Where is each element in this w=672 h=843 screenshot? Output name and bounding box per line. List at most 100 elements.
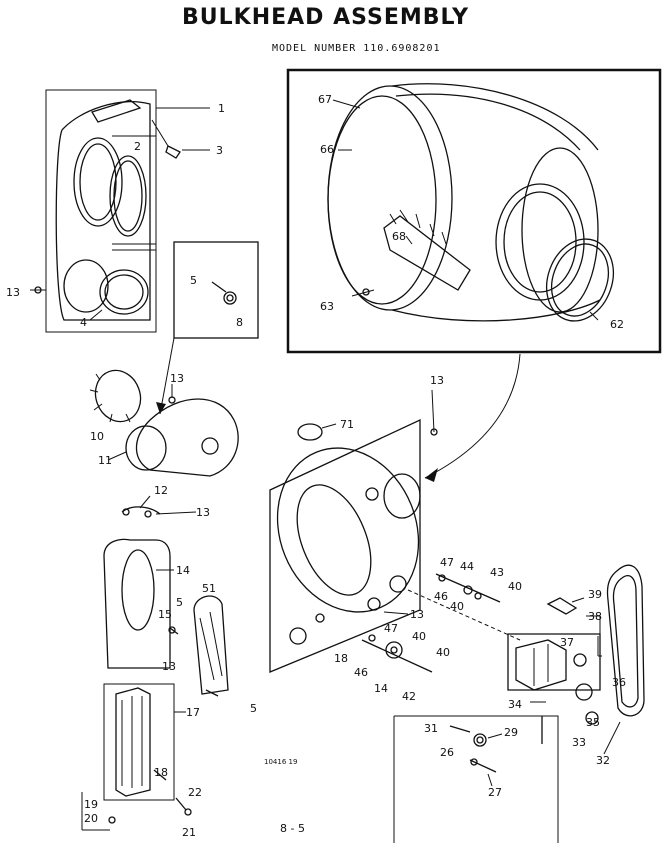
model-number: MODEL NUMBER 110.6908201 [272,43,441,54]
bearing [367,597,381,611]
duct-group: 12 13 14 15 5 13 51 17 18 19 20 22 21 [81,484,229,839]
label-14-center: 14 [374,682,388,695]
motor-pulley [573,653,587,667]
diagram-code: 10416 19 [264,758,297,766]
label-44: 44 [460,560,474,573]
switch-inset-frame [173,241,259,339]
label-29: 29 [504,726,518,739]
label-62: 62 [610,318,624,331]
label-1: 1 [218,102,225,115]
lower-seal [99,269,149,315]
label-13-lower: 13 [162,660,176,673]
label-2: 2 [134,140,141,153]
drum-inset-frame [286,68,662,354]
exhaust-duct [103,538,171,669]
label-12: 12 [154,484,168,497]
upper-seal [109,155,147,237]
motor [515,639,567,691]
lower-hardware-inset: 31 29 26 27 [393,715,559,843]
label-26: 26 [440,746,454,759]
label-8: 8 [236,316,243,329]
diagram-title: BULKHEAD ASSEMBLY [182,5,469,30]
label-63: 63 [320,300,334,313]
label-42: 42 [402,690,416,703]
idler-hardware: 47 46 44 43 40 40 47 40 18 46 14 42 40 [334,556,522,703]
label-5: 5 [190,274,197,287]
blower-inlet [125,425,167,471]
label-46-upper: 46 [434,590,448,603]
blower-assembly: 10 13 11 [89,369,239,477]
label-13-blower: 13 [170,372,184,385]
blower-wheel [94,369,142,423]
label-11: 11 [98,454,112,467]
label-17: 17 [186,706,200,719]
label-40-lower: 40 [412,630,426,643]
filter-guide [193,595,229,695]
label-18: 18 [154,766,168,779]
label-33: 33 [572,736,586,749]
label-14: 14 [176,564,190,577]
label-34: 34 [508,698,522,711]
label-3: 3 [216,144,223,157]
label-19: 19 [84,798,98,811]
upper-opening [73,137,123,227]
label-4: 4 [80,316,87,329]
drum-baffle [383,215,471,291]
bulkhead-outlet [296,484,372,596]
lower-opening [63,259,109,313]
label-47-upper: 47 [440,556,454,569]
bulkhead-inlet [383,473,421,519]
motor-bracket [546,597,578,615]
motor-group: 37 36 35 34 39 38 [507,588,626,744]
label-35: 35 [586,716,600,729]
drum-to-bulkhead-arrow [424,353,521,479]
page-number: 8 - 5 [280,822,305,835]
label-20: 20 [84,812,98,825]
label-71: 71 [340,418,354,431]
label-39: 39 [588,588,602,601]
label-51: 51 [202,582,216,595]
front-panel-group: 1 2 3 13 4 [6,89,225,333]
label-13-bulkhead: 13 [410,608,424,621]
rear-bulkhead-panel [269,418,421,673]
label-40-upper: 40 [450,600,464,613]
label-46-lower: 46 [354,666,368,679]
part-8-grommet [223,291,237,305]
drum-opening [495,183,585,301]
label-5-loose: 5 [250,702,257,715]
bulkhead-drum-ring [276,447,420,613]
label-66: 66 [320,143,334,156]
label-40-right: 40 [508,580,522,593]
label-22: 22 [188,786,202,799]
label-13-top: 13 [430,374,444,387]
label-13-panel: 13 [6,286,20,299]
drum-seal-ring [546,238,614,322]
label-47-lower: 47 [384,622,398,635]
blower-housing [135,398,239,477]
label-13-duct: 13 [196,506,210,519]
label-5-duct: 5 [176,596,183,609]
rear-bulkhead: 13 13 71 [269,374,521,673]
drive-belt: 33 32 [572,564,645,767]
label-40-idler: 40 [436,646,450,659]
part-71-grommet [297,423,323,441]
label-43: 43 [490,566,504,579]
heater-element [115,687,151,797]
label-21: 21 [182,826,196,839]
drum-inset: 67 66 68 63 62 [286,68,662,354]
idler-pulley [385,641,403,659]
label-27: 27 [488,786,502,799]
label-31: 31 [424,722,438,735]
label-32: 32 [596,754,610,767]
label-36: 36 [612,676,626,689]
switch-inset: 5 8 [156,241,259,415]
drum [327,83,614,322]
label-10: 10 [90,430,104,443]
label-37: 37 [560,636,574,649]
label-67: 67 [318,93,332,106]
front-bulkhead [55,101,151,321]
label-68: 68 [392,230,406,243]
label-15: 15 [158,608,172,621]
label-18-center: 18 [334,652,348,665]
